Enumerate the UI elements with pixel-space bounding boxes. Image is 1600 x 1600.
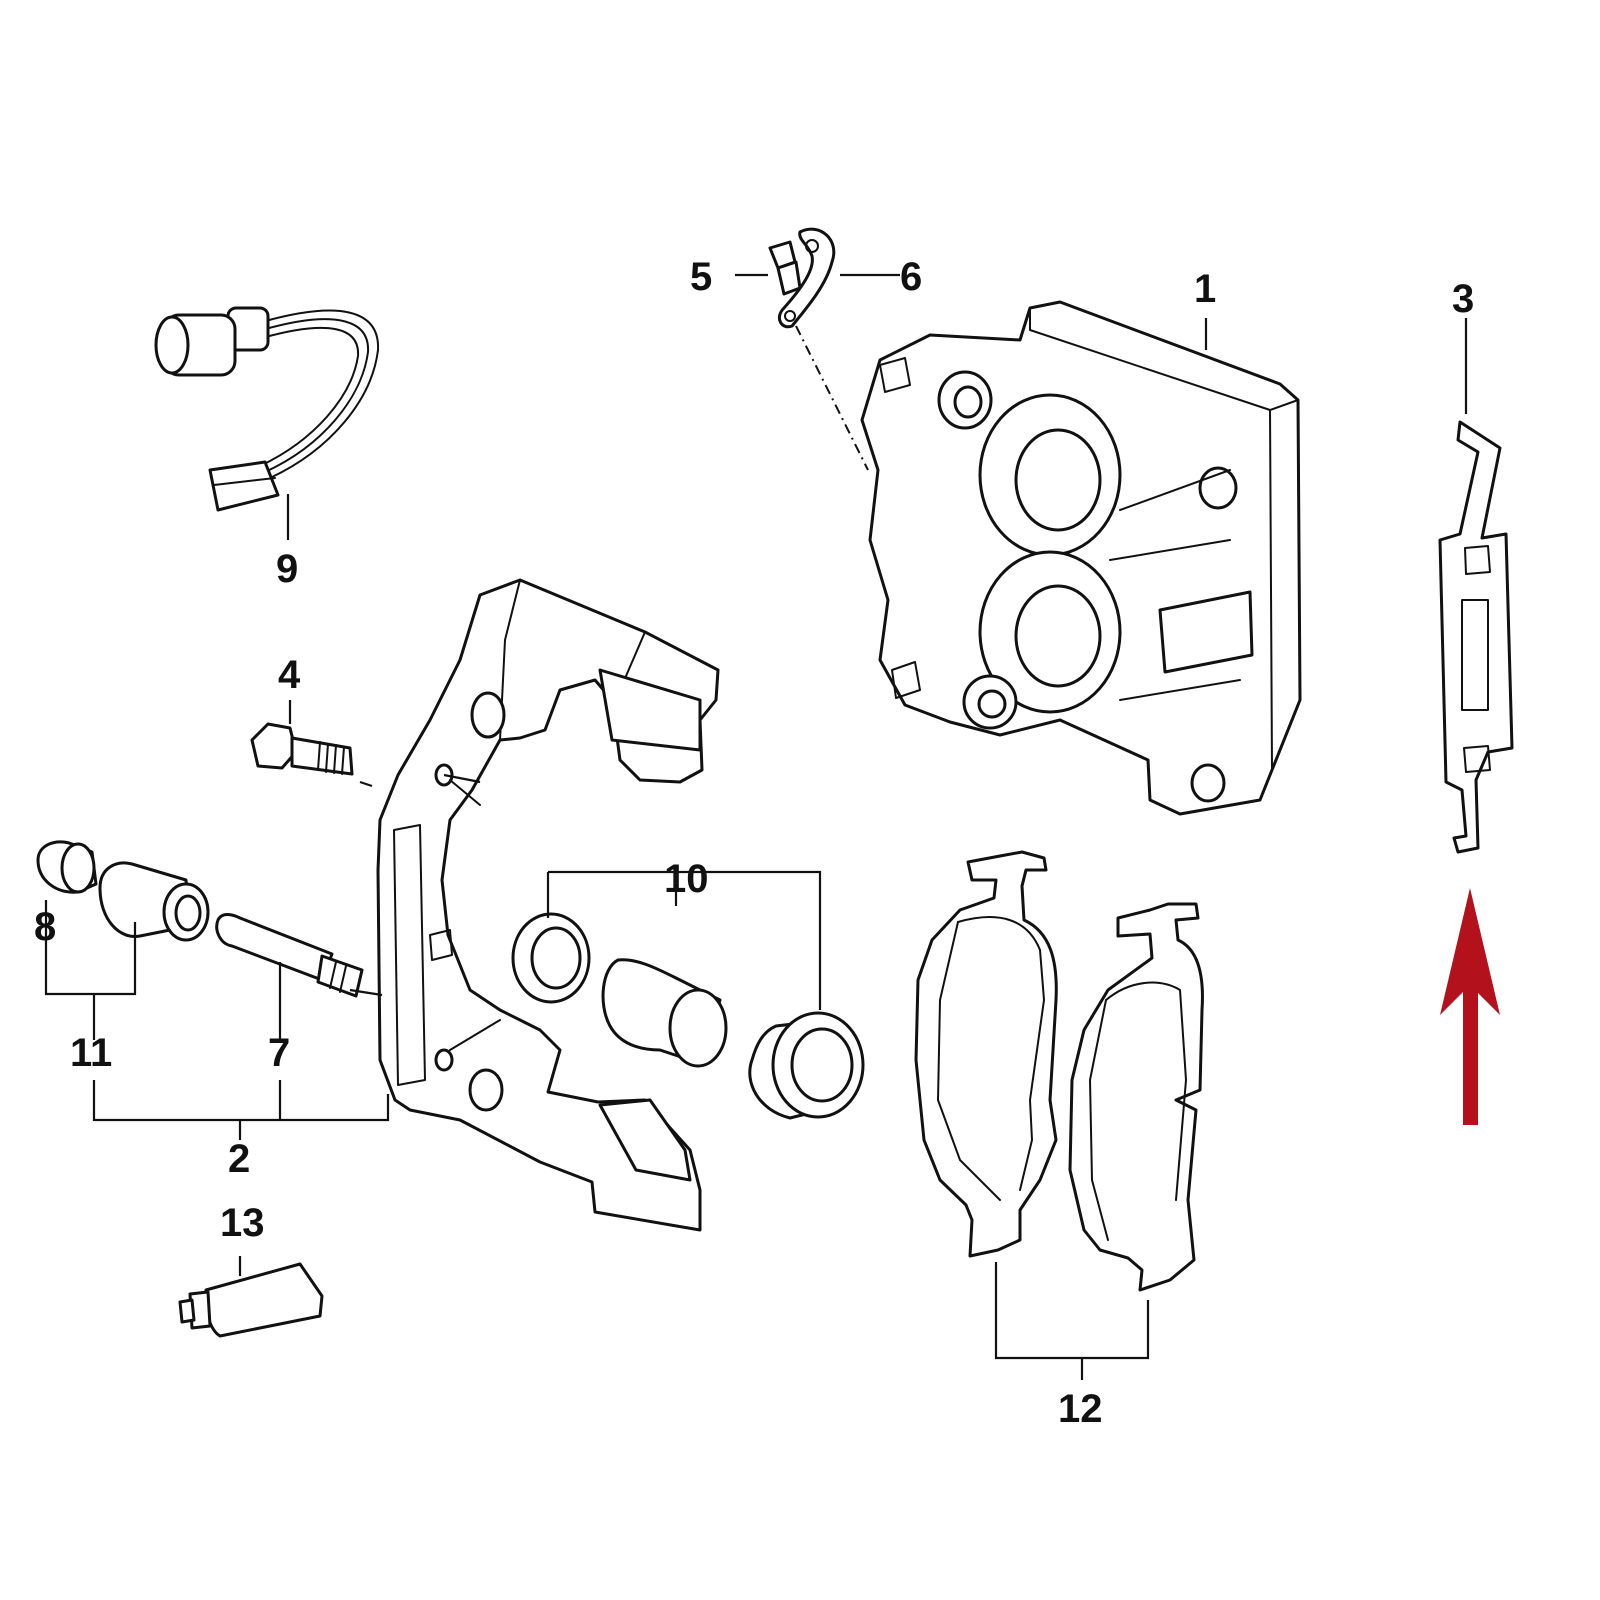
callout-13: 13 [220, 1201, 265, 1245]
callout-7: 7 [268, 1031, 290, 1075]
part-7-guide-pin [215, 913, 364, 998]
highlight-arrow-icon [1440, 888, 1500, 1125]
part-12-brake-pad-right [1068, 902, 1204, 1292]
part-12-brake-pad-left [914, 850, 1058, 1258]
callout-3: 3 [1452, 277, 1474, 321]
part-3-anti-rattle-spring [1438, 420, 1514, 854]
part-5-bleeder-screw [768, 240, 802, 296]
callout-1: 1 [1194, 267, 1216, 311]
part-8-cap [36, 840, 98, 894]
callout-9: 9 [276, 547, 298, 591]
callout-labels: 1 2 3 4 5 6 7 8 9 10 11 12 13 [34, 255, 1474, 1431]
callout-10: 10 [664, 857, 709, 901]
callout-4: 4 [278, 653, 301, 697]
callout-2: 2 [228, 1137, 250, 1181]
part-10-piston-kit [511, 912, 865, 1120]
part-6-bleeder-cap [778, 227, 836, 329]
leader-lines [44, 273, 1468, 1380]
callout-8: 8 [34, 905, 56, 949]
part-13-grease-tube [178, 1262, 324, 1338]
callout-5: 5 [690, 255, 712, 299]
part-4-guide-bolt [250, 722, 354, 776]
callout-6: 6 [900, 255, 922, 299]
callout-11: 11 [70, 1031, 112, 1075]
part-1-caliper-housing [860, 300, 1302, 816]
part-11-guide-sleeve [98, 861, 210, 942]
part-9-wear-sensor [154, 306, 380, 512]
callout-12: 12 [1058, 1387, 1103, 1431]
part-2-caliper-carrier [376, 578, 720, 1232]
